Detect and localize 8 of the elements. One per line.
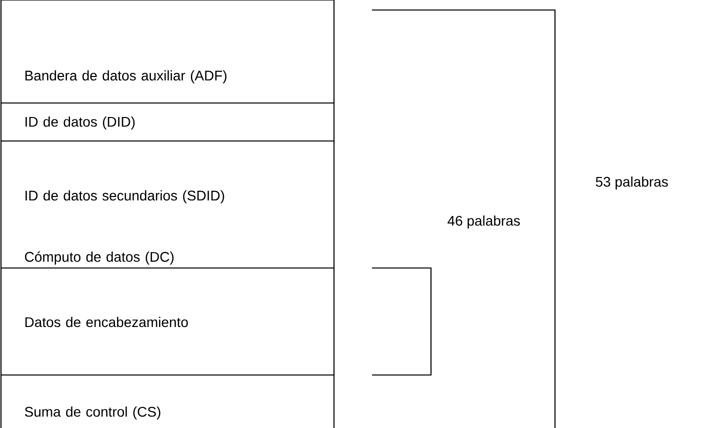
bracket-label: 53 palabras: [596, 176, 668, 190]
field-box: Bandera de datos auxiliar (ADF): [0, 0, 335, 104]
field-box: ID de datos (DID): [0, 103, 335, 142]
field-box: ID de datos secundarios (SDID): [0, 140, 335, 231]
field-box: Cómputo de datos (DC): [0, 230, 335, 269]
field-box: Suma de control (CS): [0, 374, 335, 428]
field-box: Datos de encabezamiento: [0, 268, 335, 376]
bracket-label: 46 palabras: [448, 215, 520, 229]
